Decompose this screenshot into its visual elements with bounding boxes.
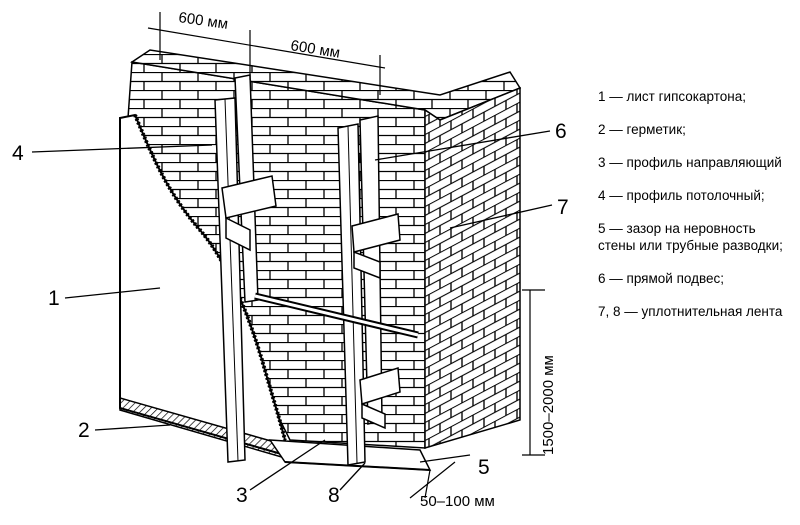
hanger-brackets xyxy=(221,175,401,430)
legend-item-6: 6 — прямой подвес; xyxy=(598,271,724,286)
height-dimension xyxy=(522,289,545,456)
callout-5: 5 xyxy=(478,456,490,479)
spacing-dimension xyxy=(147,12,386,95)
height-label: 1500–2000 мм xyxy=(540,355,557,455)
legend-item-1: 1 — лист гипсокартона; xyxy=(598,89,746,104)
spacing-label-left: 600 мм xyxy=(177,9,229,33)
callout-8: 8 xyxy=(328,484,340,507)
pipe xyxy=(254,292,419,339)
legend-item-7: 7, 8 — уплотнительная лента xyxy=(598,304,783,319)
legend-item-2: 2 — герметик; xyxy=(598,122,686,137)
callout-3: 3 xyxy=(236,484,248,507)
callout-2: 2 xyxy=(78,419,90,442)
callout-1: 1 xyxy=(48,287,60,310)
callout-6: 6 xyxy=(555,120,567,143)
gap-label: 50–100 мм xyxy=(420,493,495,510)
legend-item-4: 4 — профиль потолочный; xyxy=(598,188,765,203)
callout-7: 7 xyxy=(557,196,569,219)
legend-item-5: 5 — зазор на неровность стены или трубны… xyxy=(598,221,783,253)
brick-wall-side xyxy=(424,86,521,450)
legend: 1 — лист гипсокартона; 2 — герметик; 3 —… xyxy=(598,88,796,336)
spacing-label-right: 600 мм xyxy=(289,37,341,62)
callout-leaders xyxy=(31,130,553,491)
legend-item-3: 3 — профиль направляющий xyxy=(598,155,782,170)
callout-4: 4 xyxy=(12,142,24,165)
gap-dimension xyxy=(409,461,456,499)
